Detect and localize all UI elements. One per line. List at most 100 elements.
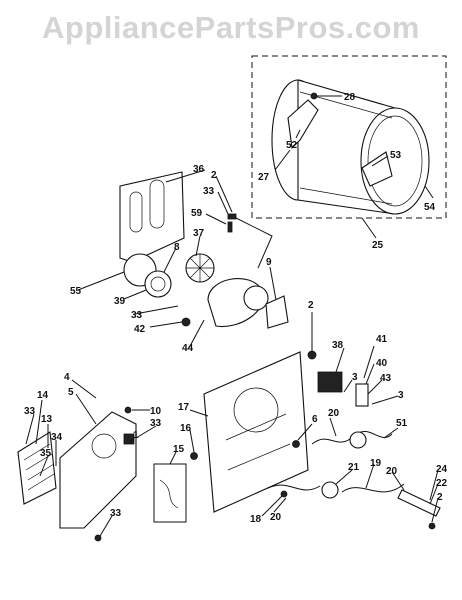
callout-59: 59 — [191, 208, 203, 219]
leader-53 — [371, 155, 389, 167]
callout-6: 6 — [312, 414, 318, 425]
callout-39: 39 — [114, 296, 126, 307]
callout-33e: 33 — [110, 508, 122, 519]
callout-41: 41 — [376, 334, 388, 345]
callout-20c: 20 — [270, 512, 282, 523]
thermostat-38 — [317, 371, 343, 393]
motor-pulley-end — [243, 285, 269, 311]
idler-bracket-9 — [265, 295, 289, 329]
callout-52: 52 — [286, 140, 298, 151]
leader-36 — [165, 169, 206, 183]
callout-36: 36 — [193, 164, 205, 175]
heater-wire — [231, 215, 273, 269]
leader-54 — [424, 185, 434, 199]
leader-20c — [273, 497, 287, 513]
callout-16: 16 — [180, 423, 192, 434]
callout-20a: 20 — [328, 408, 340, 419]
callout-28: 28 — [344, 92, 356, 103]
leader-3a — [343, 379, 353, 393]
callout-53: 53 — [390, 150, 402, 161]
drum-baffle-53 — [361, 151, 393, 187]
screw-28 — [310, 92, 318, 100]
screw-6 — [292, 440, 300, 448]
leader-19 — [365, 463, 375, 489]
callout-21: 21 — [348, 462, 360, 473]
leader-6 — [297, 423, 313, 441]
leader-25 — [361, 217, 377, 239]
callout-34: 34 — [51, 432, 63, 443]
callout-2c: 2 — [437, 492, 443, 503]
callout-2b: 2 — [308, 300, 314, 311]
callout-54: 54 — [424, 202, 436, 213]
leader-1 — [129, 437, 135, 443]
leader-4 — [71, 379, 97, 399]
leader-17 — [189, 409, 209, 417]
drum-group-box — [251, 55, 447, 219]
lint-screen-mesh — [23, 443, 55, 491]
drum-roller-21b — [321, 481, 339, 499]
leader-42 — [149, 321, 183, 328]
blower-wheel-39 — [144, 270, 172, 298]
callout-35: 35 — [40, 448, 52, 459]
impeller-blades — [186, 254, 214, 282]
callout-44: 44 — [182, 343, 194, 354]
callout-37: 37 — [193, 228, 205, 239]
leader-15 — [169, 451, 177, 465]
callout-38: 38 — [332, 340, 344, 351]
callout-14: 14 — [37, 390, 49, 401]
screw-33-upper — [227, 213, 237, 220]
callout-1: 1 — [133, 430, 139, 441]
screw-18 — [280, 490, 288, 498]
leader-59 — [205, 213, 227, 225]
drum-assembly: 28 52 27 53 54 25 — [251, 55, 447, 251]
leader-38 — [335, 347, 345, 373]
leader-18 — [261, 495, 283, 517]
leader-35 — [39, 455, 49, 477]
screw-2c — [428, 522, 436, 530]
leader-51 — [383, 427, 399, 439]
leader-33a — [217, 191, 229, 215]
bulkhead-slot-2 — [129, 191, 143, 233]
heater-box-ribs — [225, 413, 291, 471]
rear-bulkhead-36 — [119, 171, 185, 263]
callout-5: 5 — [68, 387, 74, 398]
callout-9: 9 — [266, 257, 272, 268]
screw-33e — [94, 534, 102, 542]
heater-box-opening — [233, 387, 279, 433]
bulkhead-slot — [149, 179, 165, 229]
callout-10: 10 — [150, 406, 162, 417]
callout-27: 27 — [258, 172, 270, 183]
idler-arm-24 — [397, 489, 441, 517]
leader-2a — [215, 175, 233, 213]
callout-55: 55 — [70, 286, 82, 297]
leader-5 — [75, 393, 97, 425]
drum-baffle-52 — [287, 99, 319, 150]
leader-55 — [77, 271, 125, 291]
wire-harness-15 — [159, 479, 179, 509]
drum-front-opening — [360, 107, 430, 215]
leader-43 — [367, 379, 383, 395]
leader-22 — [429, 483, 439, 505]
callout-3b: 3 — [398, 390, 404, 401]
switch-1 — [123, 433, 135, 445]
callout-8: 8 — [174, 242, 180, 253]
leader-39 — [123, 289, 147, 300]
screw-10 — [124, 406, 132, 414]
leader-9 — [269, 266, 277, 301]
leader-33b — [134, 305, 179, 315]
callout-40: 40 — [376, 358, 388, 369]
leader-24 — [429, 469, 439, 501]
callout-3a: 3 — [352, 372, 358, 383]
drum-roller-21a — [349, 431, 367, 449]
callout-2a: 2 — [211, 170, 217, 181]
leader-37 — [195, 235, 201, 257]
leader-41 — [363, 345, 375, 379]
leader-40 — [365, 363, 375, 385]
heater-assembly: 17 2 38 41 40 3 43 3 16 6 20 51 21 19 20… — [178, 300, 448, 530]
callout-20b: 20 — [386, 466, 398, 477]
leader-33e — [99, 515, 113, 537]
callout-33a: 33 — [203, 186, 215, 197]
watermark: AppliancePartsPros.com — [42, 10, 420, 45]
clip-59 — [227, 221, 233, 233]
